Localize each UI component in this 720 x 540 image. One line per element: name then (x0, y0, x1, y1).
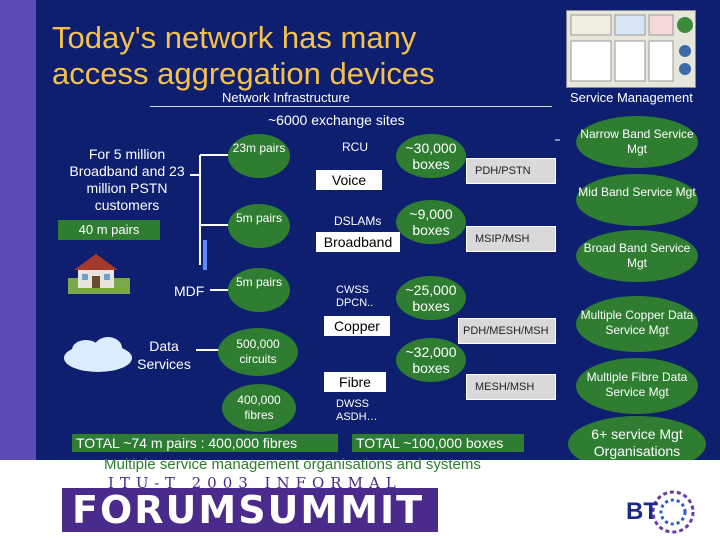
cwss-label: CWSS DPCN.. (336, 284, 374, 309)
customers-text: For 5 million Broadband and 23 million P… (69, 146, 185, 213)
multiple-orgs-text: Multiple service management organisation… (104, 456, 481, 473)
exchange-sites-label: ~6000 exchange sites (268, 112, 405, 128)
mdf-label: MDF (174, 283, 205, 299)
page-title: Today's network has many access aggregat… (52, 20, 435, 91)
circle-5m-pairs-copper: 5m pairs (228, 268, 290, 312)
boxes-circle-msip: ~9,000 boxes (396, 200, 466, 244)
boxes-circle-mesh: ~25,000 boxes (396, 276, 466, 320)
circle-5m-pairs-broadband: 5m pairs (228, 204, 290, 248)
bt-logo: BT (600, 488, 700, 536)
system-panel-meshmsh: MESH/MSH (466, 374, 556, 400)
pairs-badge: 40 m pairs (58, 220, 160, 240)
system-label-pstn: PDH/PSTN (475, 165, 531, 177)
forum-summit-logo: ITU-T 2003 INFORMAL FORUMSUMMIT (62, 474, 438, 534)
fibre-box: Fibre (324, 372, 386, 392)
bt-text: BT (626, 498, 658, 525)
bt-piper-icon (651, 490, 695, 534)
boxes-circle-meshmsh: ~32,000 boxes (396, 338, 466, 382)
thumbnail-image (566, 10, 696, 88)
cloud-icon (64, 337, 132, 372)
service-narrow-band: Narrow Band Service Mgt (576, 116, 698, 168)
data-services-label: Data Services (137, 338, 191, 372)
circle-fibres: 400,000 fibres (222, 384, 296, 432)
dwss-label: DWSS ASDH… (336, 398, 378, 423)
system-panel-msip: MSIP/MSH (466, 226, 556, 252)
total-pairs-banner: TOTAL ~74 m pairs : 400,000 fibres (72, 434, 338, 452)
service-management-header: Service Management (570, 90, 693, 105)
broadband-box: Broadband (316, 232, 400, 252)
rcu-label: RCU (342, 140, 368, 154)
system-panel-pstn: PDH/PSTN (466, 158, 556, 184)
circle-23m-pairs: 23m pairs (228, 134, 290, 178)
network-infrastructure-header: Network Infrastructure (222, 90, 350, 105)
forum-top-text: ITU-T 2003 INFORMAL (108, 474, 402, 492)
system-panel-mesh: PDH/MESH/MSH (458, 318, 556, 344)
service-fibre-data: Multiple Fibre Data Service Mgt (576, 358, 698, 414)
house-icon (68, 254, 130, 294)
voice-box: Voice (316, 170, 382, 190)
system-label-meshmsh: MESH/MSH (475, 381, 535, 393)
service-mid-band: Mid Band Service Mgt (576, 174, 698, 226)
total-boxes-banner: TOTAL ~100,000 boxes (352, 434, 524, 452)
header-divider (150, 106, 552, 107)
system-label-mesh: PDH/MESH/MSH (463, 325, 549, 337)
dslams-label: DSLAMs (334, 214, 382, 228)
boxes-circle-pstn: ~30,000 boxes (396, 134, 466, 178)
circle-circuits: 500,000 circuits (218, 328, 298, 376)
service-broad-band: Broad Band Service Mgt (576, 230, 698, 282)
thumbnail-graphic (570, 14, 693, 82)
system-label-msip: MSIP/MSH (475, 233, 530, 245)
service-copper-data: Multiple Copper Data Service Mgt (576, 296, 698, 352)
forum-main-text: FORUMSUMMIT (62, 488, 438, 532)
left-stripe (0, 0, 36, 540)
copper-box: Copper (324, 316, 390, 336)
